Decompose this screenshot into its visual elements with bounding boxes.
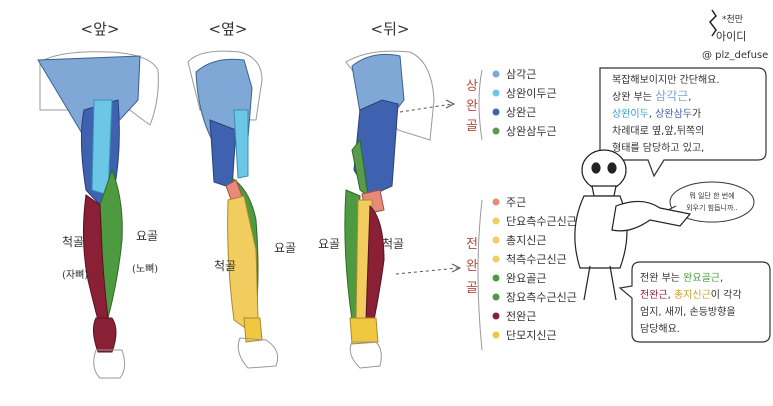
back-flexor [365, 204, 385, 321]
forearm-legend-dot [492, 255, 500, 263]
speech-bubble-bottom-shape [618, 261, 771, 343]
back-hand-outline [349, 341, 382, 369]
author-figure-icon [709, 9, 717, 37]
speech-bubble-small: 뭐 일단 한 번에 외우기 힘듭니까.. [659, 181, 755, 223]
speech-bubble-bottom: 전완 부는 완요골근, 전완근, 총지신근이 각각 엄지, 새끼, 손등방향을 … [618, 261, 771, 343]
front-ulna-sub-label: (자뼈) [62, 269, 88, 281]
bubble-small-line-2: 외우기 힘듭니까.. [686, 203, 738, 212]
front-ulna-label: 척골 [62, 235, 84, 249]
bubble-bottom-line-3: 엄지, 새끼, 손등방향을 [640, 306, 736, 318]
bubble-bottom-line-4: 담당해요. [640, 322, 680, 335]
skeleton-skull [581, 149, 627, 191]
front-hand-outline [93, 349, 126, 379]
upper-arm-legend-dot [492, 89, 500, 97]
forearm-pointer-arrow [395, 267, 459, 275]
forearm-legend-dot [492, 198, 500, 206]
side-hand-outline [237, 337, 279, 369]
side-radius-label: 요골 [274, 241, 296, 255]
front-flexor [82, 194, 109, 321]
upper-arm-bracket [478, 69, 483, 141]
upper-arm-arrow-head [445, 99, 456, 109]
side-arm-illustration [187, 50, 279, 369]
forearm-legend: 전 완 골 주근단요측수근신근총지신근척측수근신근완요골근장요측수근신근전완근단… [466, 196, 577, 351]
author-line-2: 아이디 [716, 30, 746, 43]
forearm-group-title-3: 골 [466, 281, 478, 296]
speech-bubble-small-shape [669, 181, 755, 223]
author-line-3: @ plz_defuse [702, 50, 768, 61]
back-shoulder-outline [345, 50, 435, 141]
side-biceps [233, 109, 249, 179]
front-arm-illustration [37, 51, 159, 379]
skeleton-eye-left [591, 162, 601, 174]
back-thumb-extensor [349, 317, 379, 345]
back-radius-label: 요골 [318, 237, 340, 251]
upper-arm-legend-dot [492, 70, 500, 78]
upper-arm-legend-dot [492, 108, 500, 116]
upper-arm-pointer-arrow [399, 103, 453, 113]
front-shoulder-outline [39, 51, 159, 126]
forearm-bracket [477, 199, 483, 351]
bubble-top-line-3: 상완이두, 상완삼두가 [612, 108, 701, 120]
forearm-legend-label: 완요골근 [506, 272, 546, 285]
upper-arm-group-title-1: 상 [466, 79, 478, 94]
front-radius-label: 요골 [136, 229, 158, 243]
bubble-bottom-line-1: 전완 부는 완요골근, [640, 272, 723, 284]
skeleton-eye-right [607, 162, 617, 174]
bubble-top-line-2: 상완 부는 삼각근, [612, 89, 691, 103]
author-line-1: *천만 [722, 14, 743, 25]
speech-bubble-top: 복잡해보이지만 간단해요. 상완 부는 삼각근, 상완이두, 상완삼두가 차례대… [599, 67, 767, 178]
view-title-front: <앞> [81, 20, 120, 38]
forearm-legend-dot [492, 274, 500, 282]
upper-arm-legend-label: 상완근 [506, 106, 536, 119]
forearm-legend-label: 척측수근신근 [506, 253, 567, 266]
view-title-side: <옆> [209, 20, 248, 38]
skeleton-character [574, 149, 692, 301]
bubble-top-line-1: 복잡해보이지만 간단해요. [612, 73, 720, 86]
skeleton-pointing-arm [611, 200, 692, 232]
bubble-top-line-5: 형태를 담당하고 있고, [612, 141, 704, 154]
bubble-small-line-1: 뭐 일단 한 번에 [689, 191, 734, 200]
upper-arm-legend-label: 삼각근 [506, 68, 536, 81]
back-ulna-label: 척골 [382, 237, 404, 251]
side-ulna-label: 척골 [214, 259, 236, 273]
upper-arm-legend-label: 상완이두근 [506, 87, 557, 100]
forearm-legend-dot [492, 331, 500, 339]
back-arm-illustration [344, 50, 435, 369]
forearm-legend-dot [492, 293, 500, 301]
forearm-legend-dot [492, 217, 500, 225]
forearm-arrow-head [451, 263, 462, 273]
upper-arm-legend-label: 상완삼두근 [506, 125, 557, 138]
skeleton-legs [583, 265, 617, 301]
forearm-legend-label: 주근 [506, 196, 526, 209]
upper-arm-legend-dot [492, 127, 500, 135]
skeleton-jaw [591, 185, 617, 197]
forearm-legend-label: 장요측수근신근 [506, 291, 577, 304]
forearm-legend-label: 단요측수근신근 [506, 215, 577, 228]
forearm-legend-label: 단모지신근 [506, 329, 557, 342]
upper-arm-group-title-3: 골 [466, 119, 478, 134]
bubble-bottom-line-2: 전완근, 총지신근이 각각 [640, 289, 742, 301]
front-radius-sub-label: (노뼈) [132, 263, 158, 275]
forearm-legend-label: 전완근 [506, 310, 536, 323]
bubble-top-line-4: 차례대로 옆,앞,뒤쪽의 [612, 125, 704, 137]
view-title-back: <뒤> [371, 20, 410, 38]
author-signature: *천만 아이디 @ plz_defuse [702, 9, 768, 61]
front-wrist [92, 317, 117, 353]
forearm-group-title-1: 전 [466, 237, 478, 252]
forearm-legend-dot [492, 236, 500, 244]
forearm-legend-dot [492, 312, 500, 320]
front-deltoid [37, 55, 141, 151]
forearm-group-title-2: 완 [466, 259, 478, 274]
upper-arm-group-title-2: 완 [466, 99, 478, 114]
forearm-legend-label: 총지신근 [506, 234, 546, 247]
